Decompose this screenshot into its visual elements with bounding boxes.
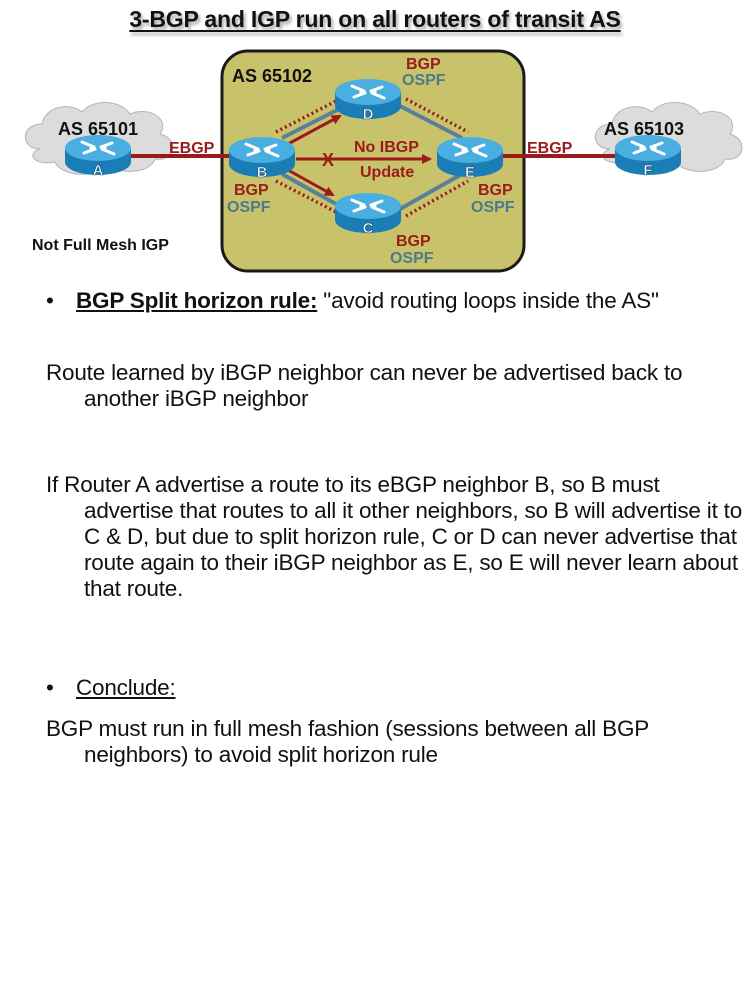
split-horizon-quote: "avoid routing loops inside the AS"	[317, 288, 659, 313]
update-label: Update	[360, 164, 414, 181]
ebgp-left-label: EBGP	[169, 140, 215, 157]
router-e-bgp: BGP	[478, 182, 513, 199]
ibgp-sessions	[275, 97, 469, 218]
blocked-x-mark: X	[322, 150, 334, 170]
router-b-ospf: OSPF	[227, 199, 271, 216]
page-title: 3-BGP and IGP run on all routers of tran…	[129, 6, 621, 32]
router-f-label: F	[643, 162, 652, 179]
router-b-label: B	[257, 164, 268, 181]
ebgp-right-label: EBGP	[527, 140, 573, 157]
router-e-ospf: OSPF	[471, 199, 515, 216]
router-e-label: E	[465, 164, 475, 181]
router-d-bgp: BGP	[406, 56, 441, 73]
as-65102-label: AS 65102	[232, 66, 312, 86]
bullet-dot: •	[46, 675, 54, 700]
router-c-label: C	[363, 220, 374, 237]
bullet-dot: •	[46, 288, 54, 313]
bullet-conclude: • Conclude:	[38, 675, 718, 701]
paragraph-router-a-example: If Router A advertise a route to its eBG…	[46, 472, 743, 601]
router-b-bgp: BGP	[234, 182, 269, 199]
conclude-heading: Conclude:	[76, 675, 176, 700]
ibgp-update-arrows	[287, 114, 432, 197]
router-c-bgp: BGP	[396, 233, 431, 250]
as-65103-label: AS 65103	[604, 119, 684, 139]
ospf-links	[281, 104, 463, 211]
bullet-split-horizon: • BGP Split horizon rule: "avoid routing…	[38, 288, 718, 314]
network-diagram: X A B D C E F AS 65101 AS 65102 AS 65103…	[24, 49, 743, 273]
split-horizon-heading: BGP Split horizon rule:	[76, 288, 318, 313]
paragraph-route-learned: Route learned by iBGP neighbor can never…	[46, 360, 683, 411]
paragraph-conclusion: BGP must run in full mesh fashion (sessi…	[46, 716, 649, 767]
not-full-mesh-note: Not Full Mesh IGP	[32, 237, 169, 254]
no-ibgp-label: No IBGP	[354, 139, 419, 156]
router-a-label: A	[93, 162, 104, 179]
router-d-ospf: OSPF	[402, 72, 446, 89]
router-d-label: D	[363, 106, 374, 123]
as-65102-box	[220, 49, 526, 273]
router-c-ospf: OSPF	[390, 250, 434, 267]
as-65101-label: AS 65101	[58, 119, 138, 139]
